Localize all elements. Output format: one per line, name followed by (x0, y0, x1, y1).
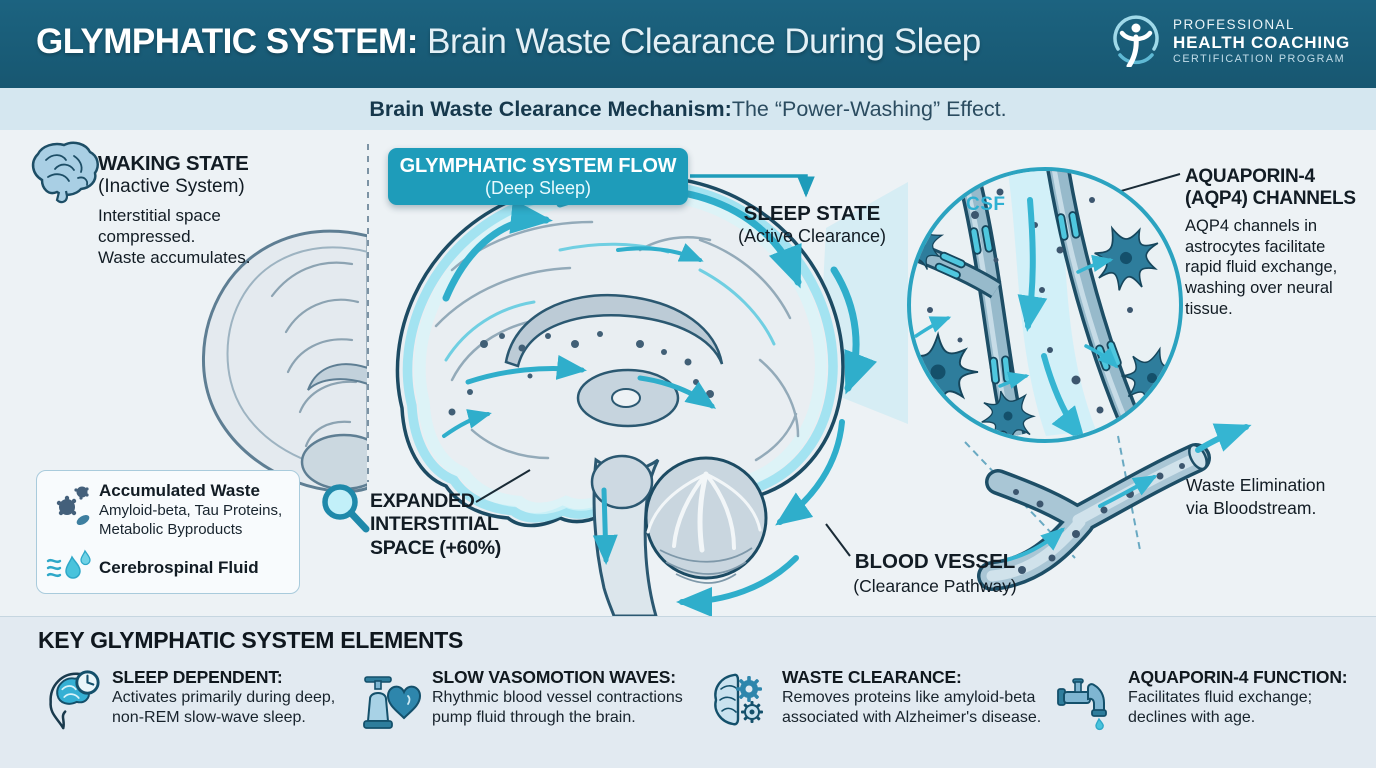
inset-flow-arrows (914, 197, 1119, 439)
cerebrospinal-fluid-icon (46, 549, 91, 579)
main-diagram-region: WAKING STATE (Inactive System) Interstit… (0, 130, 1376, 616)
astrocytes (911, 219, 1179, 439)
key-item-title: SLOW VASOMOTION WAVES: (432, 667, 676, 687)
key-item-title: WASTE CLEARANCE: (782, 667, 962, 687)
key-item-body: Removes proteins like amyloid-beta assoc… (782, 689, 1042, 726)
flow-badge-title: GLYMPHATIC SYSTEM FLOW (399, 154, 677, 177)
waking-state-title: WAKING STATE (98, 152, 249, 175)
key-elements-heading: KEY GLYMPHATIC SYSTEM ELEMENTS (38, 627, 464, 653)
brand-logo: PROFESSIONAL HEALTH COACHING CERTIFICATI… (1110, 15, 1350, 67)
blood-vessel-illustration (977, 423, 1252, 591)
legend-waste-body: Amyloid-beta, Tau Proteins, Metabolic By… (99, 502, 283, 538)
key-item-title: SLEEP DEPENDENT: (112, 667, 283, 687)
vessel-waste-particles (1013, 463, 1185, 574)
diagram-artwork (31, 141, 1252, 616)
logo-line1: PROFESSIONAL (1173, 16, 1295, 32)
key-item-sleep-dependent: SLEEP DEPENDENT: Activates primarily dur… (40, 667, 335, 731)
logo-line2: HEALTH COACHING (1173, 32, 1350, 52)
waking-state-subtitle: (Inactive System) (98, 176, 245, 197)
logo-line3: CERTIFICATION PROGRAM (1173, 52, 1346, 65)
waste-exit-arrow (1195, 423, 1252, 453)
key-item-vasomotion: SLOW VASOMOTION WAVES: Rhythmic blood ve… (358, 667, 683, 731)
waking-brain-icon (31, 141, 99, 204)
aqp4-channel-rings (934, 211, 1122, 385)
csf-label: CSF (966, 194, 1006, 215)
page-title: GLYMPHATIC SYSTEM: Brain Waste Clearance… (36, 22, 981, 62)
sleep-state-title: SLEEP STATE (743, 202, 881, 225)
expanded-interstitial-label: EXPANDED INTERSTITIAL SPACE (+60%) (370, 490, 501, 559)
waste-elimination-label: Waste Elimination via Bloodstream. (1186, 475, 1326, 518)
legend-csf-title: Cerebrospinal Fluid (99, 558, 259, 577)
flow-badge-subtitle: (Deep Sleep) (484, 177, 592, 198)
key-item-title: AQUAPORIN-4 FUNCTION: (1128, 667, 1348, 687)
subtitle-bold: Brain Waste Clearance Mechanism: (369, 96, 732, 121)
aquaporin-body: AQP4 channels in astrocytes facilitate r… (1185, 217, 1338, 318)
brand-logo-text: PROFESSIONAL HEALTH COACHING CERTIFICATI… (1173, 17, 1350, 66)
page-title-rest: Brain Waste Clearance During Sleep (417, 22, 981, 61)
header-bar: GLYMPHATIC SYSTEM: Brain Waste Clearance… (0, 0, 1376, 88)
csf-flow-arrows-inner (442, 243, 717, 565)
sleep-state-subtitle: (Active Clearance) (737, 226, 887, 246)
page-title-bold: GLYMPHATIC SYSTEM: (36, 22, 418, 61)
legend-waste-title: Accumulated Waste (99, 481, 260, 500)
key-item-waste-clearance: WASTE CLEARANCE: Removes proteins like a… (708, 667, 1041, 731)
legend-box: Accumulated Waste Amyloid-beta, Tau Prot… (36, 470, 300, 594)
key-item-aquaporin-function: AQUAPORIN-4 FUNCTION: Facilitates fluid … (1054, 667, 1348, 731)
key-item-body: Activates primarily during deep, non-REM… (112, 689, 336, 726)
faucet-drop-icon (1057, 678, 1107, 731)
brain-gears-icon (714, 673, 763, 726)
glymphatic-flow-badge: GLYMPHATIC SYSTEM FLOW (Deep Sleep) (388, 148, 688, 205)
blood-vessel-subtitle: (Clearance Pathway) (853, 576, 1017, 596)
aquaporin-title: AQUAPORIN-4 (AQP4) CHANNELS (1185, 166, 1356, 210)
key-elements-section: KEY GLYMPHATIC SYSTEM ELEMENTS SLEEP DEP… (0, 616, 1376, 768)
magnifier-icon (322, 484, 370, 533)
badge-connector-arrow (690, 174, 815, 198)
sleep-brain-illustration (395, 173, 877, 616)
pump-heart-icon (363, 676, 422, 729)
subtitle-band: Brain Waste Clearance Mechanism: The “Po… (0, 88, 1376, 130)
subtitle-rest: The “Power-Washing” Effect. (731, 96, 1007, 121)
person-figure-icon (1113, 15, 1159, 67)
aqp4-inset-circle (907, 167, 1183, 443)
waking-halfbrain-illustration (202, 229, 367, 493)
head-brain-clock-icon (49, 670, 100, 730)
key-item-body: Facilitates fluid exchange; declines wit… (1128, 689, 1313, 726)
waste-particles-icon (56, 486, 90, 526)
key-item-body: Rhythmic blood vessel contractions pump … (432, 689, 683, 726)
blood-vessel-title: BLOOD VESSEL (854, 550, 1016, 573)
waking-state-body: Interstitial space compressed. Waste acc… (98, 206, 251, 267)
